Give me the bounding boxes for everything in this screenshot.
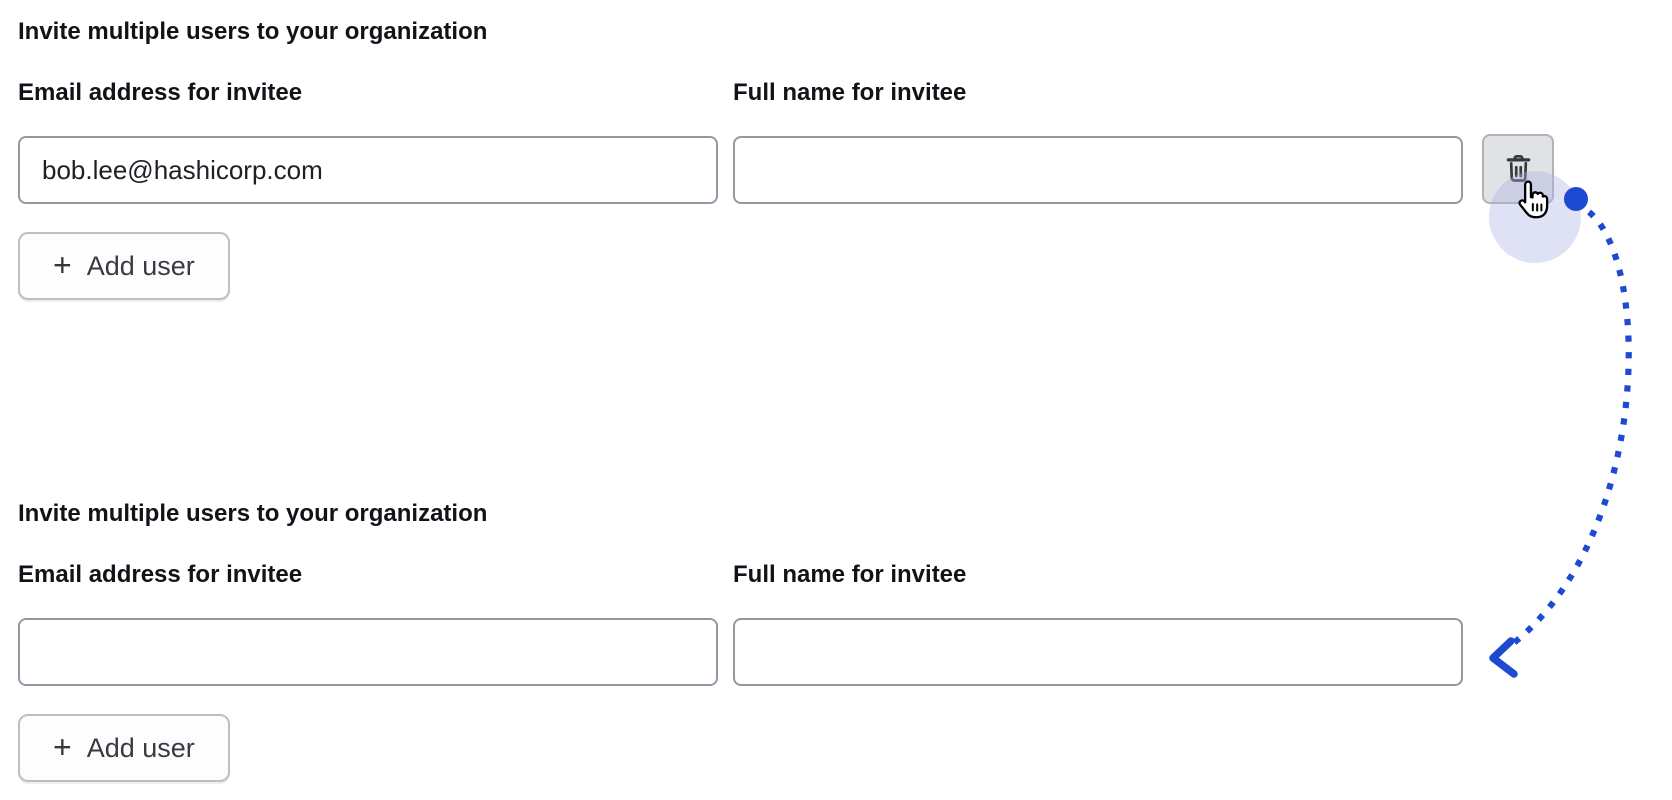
- email-input[interactable]: [18, 618, 718, 686]
- add-user-button[interactable]: + Add user: [18, 232, 230, 300]
- full-name-label: Full name for invitee: [733, 561, 967, 588]
- page-title: Invite multiple users to your organizati…: [18, 18, 488, 45]
- full-name-input[interactable]: [733, 618, 1463, 686]
- invitee-row: Email address for invitee Full name for …: [18, 79, 1554, 204]
- invitee-row: Email address for invitee Full name for …: [18, 561, 1463, 686]
- invite-form-section-1: Invite multiple users to your organizati…: [18, 18, 1554, 300]
- full-name-label: Full name for invitee: [733, 79, 967, 106]
- email-input[interactable]: [18, 136, 718, 204]
- add-user-label: Add user: [86, 250, 195, 281]
- plus-icon: +: [53, 729, 72, 765]
- delete-button-wrap: [1482, 134, 1554, 204]
- email-label: Email address for invitee: [18, 79, 303, 106]
- full-name-field-group: Full name for invitee: [733, 79, 1463, 204]
- full-name-input[interactable]: [733, 136, 1463, 204]
- email-label: Email address for invitee: [18, 561, 303, 588]
- arrow-head-icon: [1489, 637, 1518, 678]
- email-field-group: Email address for invitee: [18, 561, 718, 686]
- invite-form-section-2: Invite multiple users to your organizati…: [18, 500, 1463, 782]
- full-name-field-group: Full name for invitee: [733, 561, 1463, 686]
- plus-icon: +: [53, 247, 72, 283]
- delete-user-button[interactable]: [1482, 134, 1554, 204]
- annotation-dot: [1564, 187, 1588, 211]
- trash-icon: [1506, 154, 1530, 182]
- email-field-group: Email address for invitee: [18, 79, 718, 204]
- page-title: Invite multiple users to your organizati…: [18, 500, 488, 527]
- add-user-label: Add user: [86, 732, 195, 763]
- add-user-button[interactable]: + Add user: [18, 714, 230, 782]
